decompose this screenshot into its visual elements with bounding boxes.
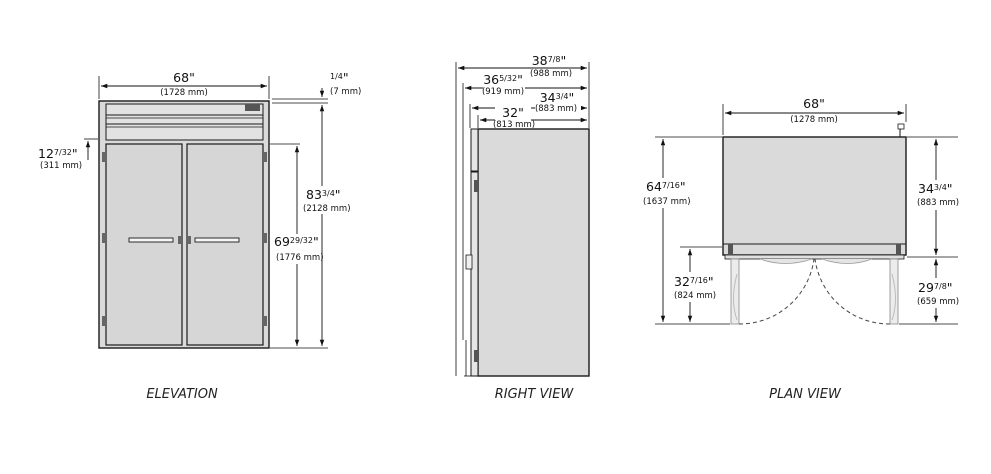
door-edges [724, 254, 905, 260]
right-view-caption: RIGHT VIEW [495, 387, 575, 402]
plan-width-metric: (1278 mm) [790, 115, 838, 125]
hinge [474, 350, 478, 362]
plan-swing-left-metric: (824 mm) [674, 291, 716, 301]
plug-icon [897, 123, 905, 130]
plan-width-label: 68" [803, 96, 825, 111]
hinge [264, 233, 267, 243]
right-d4-metric: (813 mm) [493, 120, 535, 130]
plan-view-caption: PLAN VIEW [769, 387, 842, 402]
elevation-caption: ELEVATION [146, 387, 218, 402]
total-height-metric: (2128 mm) [303, 204, 351, 214]
right-d2-label: 365/32" [483, 72, 523, 87]
total-height-label: 833/4" [306, 187, 341, 202]
top-gap-label: 1/4" [330, 70, 349, 85]
open-left-door [730, 258, 740, 325]
right-view: 387/8" (988 mm) 365/32" (919 mm) 343/4" … [455, 53, 590, 402]
panel-height-label: 127/32" [38, 146, 78, 161]
control-display [245, 104, 260, 111]
right-d2-metric: (919 mm) [482, 87, 524, 97]
right-d3-metric: (883 mm) [535, 104, 577, 114]
hinge [102, 316, 105, 326]
right-door-swing-arc [814, 258, 891, 325]
right-d4-label: 32" [502, 105, 524, 120]
top-gap-metric: (7 mm) [330, 87, 361, 97]
hinge [728, 244, 733, 255]
cabinet-top [722, 136, 907, 256]
door-handle-profile [891, 273, 896, 321]
top-panel [105, 103, 264, 141]
hinge [102, 152, 105, 162]
open-right-door [889, 258, 899, 325]
elevation-width-label: 68" [173, 70, 195, 85]
door-panel-hint [759, 258, 813, 264]
door-panel-hint [821, 258, 873, 264]
plan-swing-right-label: 297/8" [918, 280, 953, 295]
elevation-width-metric: (1728 mm) [160, 88, 208, 98]
cabinet-side [477, 128, 590, 377]
left-door [105, 143, 183, 346]
right-door [186, 143, 264, 346]
left-door-handle [128, 237, 174, 243]
plan-swing-right-metric: (659 mm) [917, 297, 959, 307]
plan-total-depth-label: 647/16" [646, 179, 686, 194]
right-d3-label: 343/4" [540, 90, 575, 105]
plan-body-depth-label: 343/4" [918, 181, 953, 196]
latch [188, 236, 191, 244]
elevation-view: 68" (1728 mm) 1/4" (7 mm) 127/32" (311 m… [38, 70, 361, 402]
door-profile [470, 171, 479, 377]
handle-profile [465, 254, 473, 270]
right-d1-metric: (988 mm) [530, 69, 572, 79]
hinge [102, 233, 105, 243]
right-door-handle [194, 237, 240, 243]
left-door-swing-arc [738, 258, 815, 325]
right-d1-label: 387/8" [532, 53, 567, 68]
door-height-metric: (1776 mm) [276, 253, 324, 263]
plan-swing-left-label: 327/16" [674, 274, 714, 289]
plan-body-depth-metric: (883 mm) [917, 198, 959, 208]
hinge [264, 152, 267, 162]
latch [178, 236, 181, 244]
plan-total-depth-metric: (1637 mm) [643, 197, 691, 207]
door-handle-profile [733, 273, 738, 321]
door-height-label: 6929/32" [274, 234, 319, 249]
hinge [896, 244, 901, 255]
panel-height-metric: (311 mm) [40, 161, 82, 171]
plan-view: 68" (1278 mm) 647/16" (1637 mm) 327/16" … [641, 96, 964, 402]
hinge [264, 316, 267, 326]
hinge [474, 180, 478, 192]
top-panel-profile [470, 128, 479, 172]
